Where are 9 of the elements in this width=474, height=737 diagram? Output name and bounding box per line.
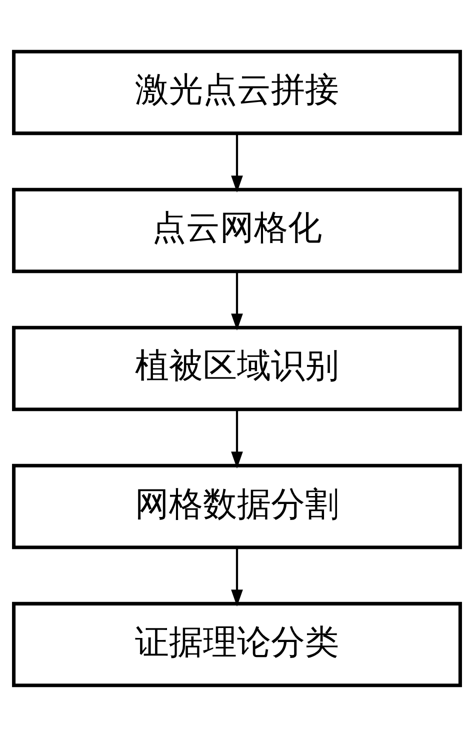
arrow [231, 409, 243, 469]
node-box: 植被区域识别 [12, 326, 462, 412]
node-box: 点云网格化 [12, 188, 462, 274]
node-box: 网格数据分割 [12, 464, 462, 550]
arrow [231, 271, 243, 331]
arrow [231, 547, 243, 607]
node-box: 证据理论分类 [12, 602, 462, 688]
arrow [231, 133, 243, 193]
node-box: 激光点云拼接 [12, 50, 462, 136]
